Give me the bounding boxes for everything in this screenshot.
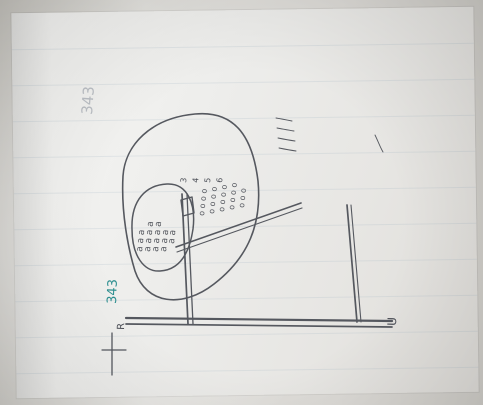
inner-label-3: 5: [203, 177, 212, 183]
inner-symbol: a a a: [135, 229, 147, 252]
inner-symbol: a a a a: [151, 221, 164, 253]
outer-symbol: o o o: [237, 188, 248, 209]
inner-ellipse: [131, 183, 195, 272]
inner-symbol: a a a: [159, 229, 171, 252]
outer-symbol: o o o o: [217, 184, 229, 212]
top-right-scribbles: [275, 117, 384, 153]
outer-symbol: o o o o: [227, 182, 239, 210]
large-outer-ellipse: [121, 112, 260, 301]
inner-symbol: a a: [167, 229, 178, 244]
inner-symbol-cluster: a a a a a a a a a a a a a a a a: [135, 221, 178, 253]
outer-symbol: o o o o: [207, 186, 219, 214]
vertical-post-right: [346, 204, 362, 323]
inner-label-1: 3: [179, 177, 188, 183]
inner-label-2: 4: [191, 177, 200, 183]
axis-sketch: [101, 332, 127, 376]
outer-symbol: o o o o: [197, 188, 209, 216]
top-notes: 343 3 4 5 6: [78, 85, 224, 183]
diagonal-beam: [175, 202, 303, 253]
page-number-teal: 343: [105, 279, 121, 304]
right-point-label: U: [385, 317, 399, 326]
horizontal-rail: [124, 316, 394, 328]
outer-symbol-cluster: o o o o o o o o o o o o o o o o o o o: [197, 182, 248, 216]
margin-notes: 343 R U: [105, 279, 399, 330]
page-number-faint: 343: [78, 85, 98, 115]
small-rectangle-marker: [180, 196, 195, 217]
inner-symbol: a a a a: [143, 221, 156, 253]
inner-label-4: 6: [215, 177, 224, 183]
left-point-label: R: [116, 323, 127, 330]
